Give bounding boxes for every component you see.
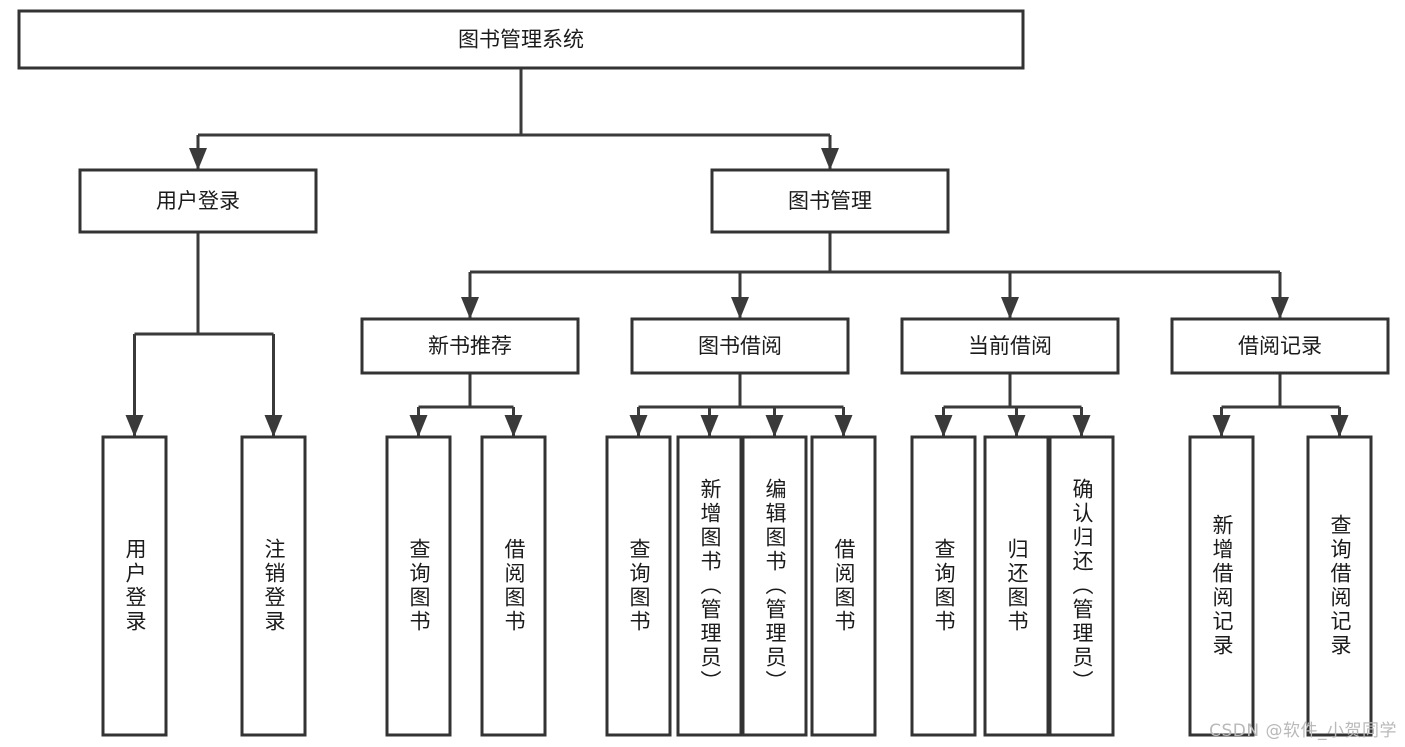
arrow-head-icon-new-book-recommend [461,297,479,319]
node-label-book-borrow: 图书借阅 [698,334,782,358]
node-box-leaf-borrow-book[interactable] [810,435,877,737]
node-box-leaf-add-borrow-record[interactable] [1188,435,1255,737]
arrow-head-icon-current-borrow [1001,297,1019,319]
arrow-head-icon-leaf-borrow-book-recommend [504,415,523,437]
arrow-head-icon-leaf-query-borrow-record [1330,415,1349,437]
node-box-leaf-edit-book-admin[interactable] [741,435,808,737]
node-box-leaf-query-borrow-record[interactable] [1306,435,1373,737]
node-box-new-book-recommend[interactable] [360,317,580,375]
arrow-head-icon-leaf-add-book-admin [700,415,719,437]
arrow-head-icon-leaf-add-borrow-record [1212,415,1231,437]
node-box-leaf-add-book-admin[interactable] [676,435,743,737]
node-box-user-login[interactable] [78,168,318,234]
arrow-head-icon-borrow-record [1271,297,1289,319]
arrow-head-icon-leaf-confirm-return-admin [1072,415,1091,437]
arrow-head-icon-book-management [821,148,839,170]
node-label-root: 图书管理系统 [458,28,584,52]
arrow-head-icon-user-login [189,148,207,170]
node-box-book-borrow[interactable] [630,317,850,375]
node-box-layer [17,9,1390,737]
node-box-leaf-user-login[interactable] [101,435,168,737]
node-box-leaf-return-book[interactable] [983,435,1050,737]
node-box-leaf-query-book-current[interactable] [910,435,977,737]
arrow-head-icon-leaf-query-book-current [934,415,953,437]
arrow-head-icon-leaf-query-book-borrow [629,415,648,437]
node-label-borrow-record: 借阅记录 [1238,334,1322,358]
node-label-user-login: 用户登录 [156,189,240,213]
arrow-head-icon-leaf-return-book [1007,415,1026,437]
node-box-book-management[interactable] [710,168,950,234]
connector-layer [125,68,1349,437]
node-box-leaf-query-book-recommend[interactable] [385,435,452,737]
watermark-text: CSDN @软件_小贺同学 [1209,721,1397,741]
arrow-head-icon-leaf-user-login [125,415,144,437]
arrow-head-icon-leaf-borrow-book [834,415,853,437]
arrow-head-icon-leaf-query-book-recommend [409,415,428,437]
node-box-leaf-query-book-borrow[interactable] [605,435,672,737]
node-box-root[interactable] [17,9,1025,70]
node-box-current-borrow[interactable] [900,317,1120,375]
node-box-borrow-record[interactable] [1170,317,1390,375]
arrow-head-icon-leaf-edit-book-admin [765,415,784,437]
node-box-leaf-confirm-return-admin[interactable] [1048,435,1115,737]
node-label-current-borrow: 当前借阅 [968,334,1052,358]
arrow-head-icon-book-borrow [731,297,749,319]
arrow-head-icon-leaf-logout [264,415,283,437]
node-label-new-book-recommend: 新书推荐 [428,334,512,358]
node-label-book-management: 图书管理 [788,189,872,213]
node-box-leaf-logout[interactable] [240,435,307,737]
node-box-leaf-borrow-book-recommend[interactable] [480,435,547,737]
